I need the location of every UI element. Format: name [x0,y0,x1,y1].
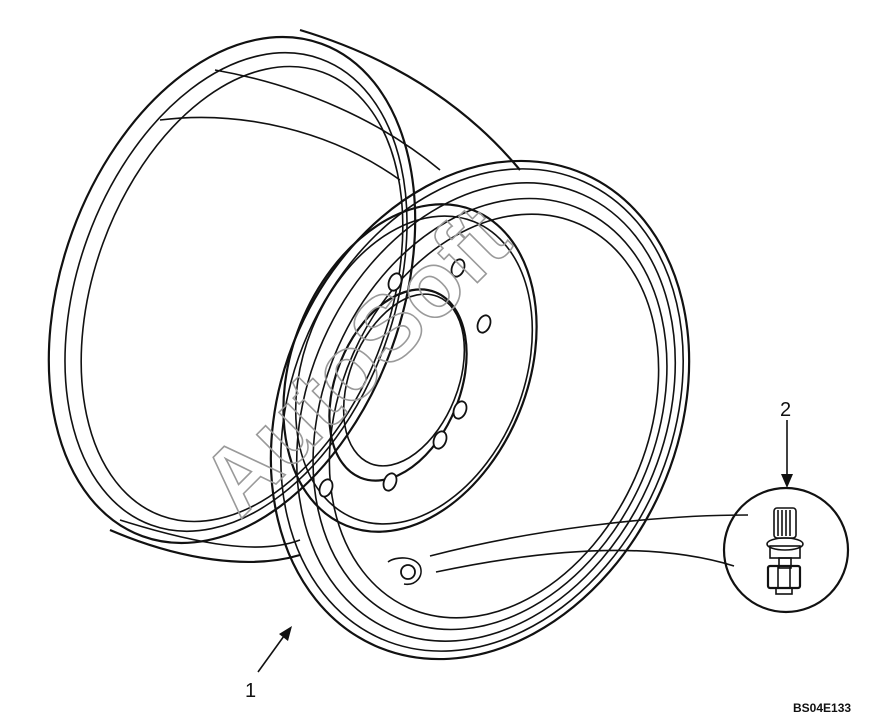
rear-rim [47,35,417,545]
stud-hole [432,430,448,450]
callout-1-label: 1 [245,680,256,702]
valve-stem-detail [722,486,850,614]
callout-2-label: 2 [780,399,791,421]
stud-holes [318,258,492,498]
valve-hole [387,557,422,586]
stud-hole [450,258,466,278]
detail-leader-lines [429,514,749,573]
stud-hole [476,314,492,334]
drawing-code: BS04E133 [793,701,851,715]
valve-stem-icon [766,507,804,595]
stud-hole [318,478,334,498]
stud-hole [382,472,398,492]
stud-hole [452,400,468,420]
stud-hole [387,272,403,292]
front-rim [269,159,691,661]
callout-2-arrow [781,420,793,488]
callout-1-arrow [257,626,292,673]
